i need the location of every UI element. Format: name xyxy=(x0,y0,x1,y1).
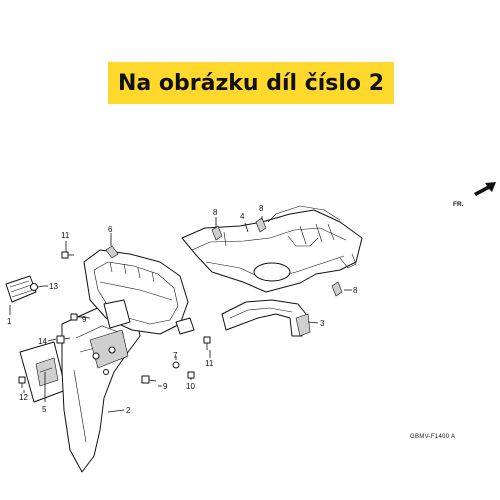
callout-3: 3 xyxy=(320,319,325,328)
part-13-bolt xyxy=(30,283,45,291)
part-11-bolt-lower xyxy=(203,336,211,350)
part-4-seat-tray xyxy=(181,205,363,293)
part-1-reflector xyxy=(5,275,37,303)
callout-14: 14 xyxy=(38,337,47,346)
part-3-mudguard-extension xyxy=(221,299,311,337)
direction-label: FR. xyxy=(453,201,464,208)
callout-8-right: 8 xyxy=(259,204,264,213)
banner-text: Na obrázku díl číslo 2 xyxy=(117,70,385,96)
tail-light-housing xyxy=(83,249,195,335)
front-arrow-icon xyxy=(474,182,496,196)
callout-12: 12 xyxy=(19,393,28,402)
callout-2: 2 xyxy=(126,406,131,415)
callout-labels: 1 2 3 4 5 6 7 8 8 9 9 10 11 11 12 13 14 … xyxy=(7,204,358,415)
part-7-washer xyxy=(172,361,180,369)
callout-13: 13 xyxy=(49,282,58,291)
part-14-bolt xyxy=(56,335,71,344)
callout-9-upper: 9 xyxy=(82,315,87,324)
diagram-code: GBMV-F1400 A xyxy=(410,434,455,440)
callout-7: 7 xyxy=(173,351,178,360)
part-6-clip xyxy=(105,245,119,259)
front-direction-arrow: FR. xyxy=(453,182,496,208)
callout-5: 5 xyxy=(42,405,47,414)
callout-11-lower: 11 xyxy=(205,359,214,368)
part-12-bolt xyxy=(18,376,26,388)
part-9-bolt-lower xyxy=(141,375,157,384)
callout-1: 1 xyxy=(7,317,12,326)
part-11-bolt-upper xyxy=(61,251,74,259)
callout-10: 10 xyxy=(186,382,195,391)
part-10-nut xyxy=(187,371,195,379)
part-2-rear-fender xyxy=(61,305,141,473)
part-number-banner: Na obrázku díl číslo 2 xyxy=(108,62,394,104)
callout-4: 4 xyxy=(240,212,245,221)
callout-9-lower: 9 xyxy=(163,382,168,391)
leader-lines xyxy=(9,216,352,413)
callout-11-upper: 11 xyxy=(61,231,70,240)
callout-6: 6 xyxy=(108,225,113,234)
callout-8-left: 8 xyxy=(213,208,218,217)
callout-8-lower: 8 xyxy=(353,286,358,295)
